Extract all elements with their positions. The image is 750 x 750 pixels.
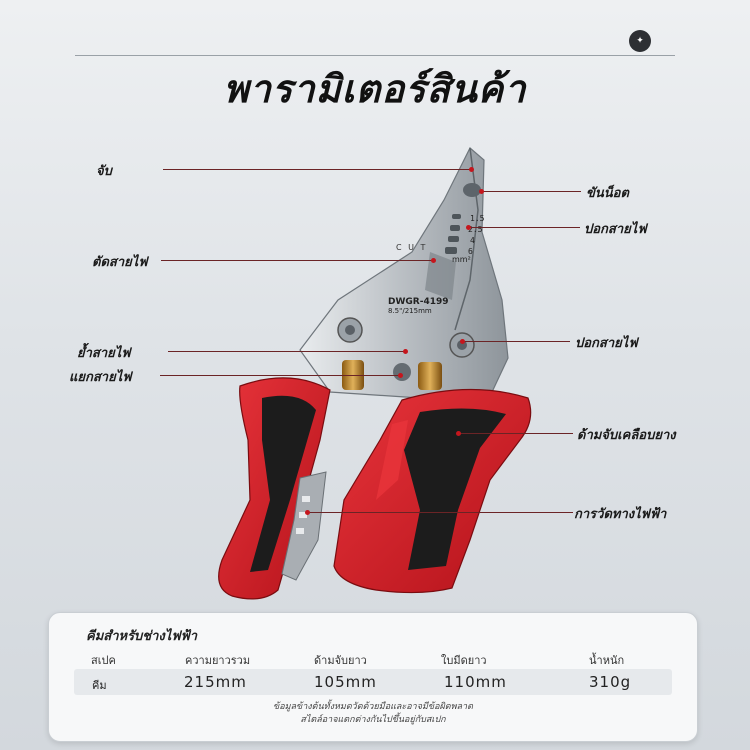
spec-note-1: ข้อมูลข้างต้นทั้งหมดวัดด้วยมือและอาจมีข้… xyxy=(273,702,473,712)
lead-cut xyxy=(161,260,433,261)
dot-handle xyxy=(456,431,461,436)
spec-header-weight: น้ำหนัก xyxy=(589,654,625,667)
dot-screw xyxy=(479,189,484,194)
unit-mark: mm² xyxy=(452,255,471,264)
pliers-jaws xyxy=(299,147,509,399)
gauge-mark-3: 4 xyxy=(470,236,475,245)
brand-logo-icon: ✦ xyxy=(629,30,651,52)
spec-value-blade: 110mm xyxy=(444,673,507,691)
label-screw-clamp: ขันน็อต xyxy=(586,186,629,201)
left-handle xyxy=(218,377,331,600)
label-tester: การวัดทางไฟฟ้า xyxy=(574,507,667,522)
lead-screw xyxy=(481,191,581,192)
label-split-wire: แยกสายไฟ xyxy=(69,370,132,385)
spec-header-blade: ใบมีดยาว xyxy=(441,654,487,667)
spec-value-weight: 310g xyxy=(589,673,632,691)
page-title: พารามิเตอร์สินค้า xyxy=(223,67,527,111)
label-crimp-wire: ย้ำสายไฟ xyxy=(77,346,131,361)
label-grip: จับ xyxy=(96,164,112,179)
label-cut-wire: ตัดสายไฟ xyxy=(92,255,148,270)
label-strip-upper: ปอกสายไฟ xyxy=(584,222,647,237)
dot-tester xyxy=(305,510,310,515)
lead-crimp xyxy=(168,351,405,352)
dot-strip-upper xyxy=(466,225,471,230)
dot-strip-lower xyxy=(460,339,465,344)
dot-grip xyxy=(469,167,474,172)
spec-header-spec: สเปค xyxy=(91,654,116,667)
spec-value-row: คีม 215mm 105mm 110mm 310g xyxy=(74,669,672,695)
size-mark: 8.5"/215mm xyxy=(388,307,432,315)
lead-strip-upper xyxy=(468,227,580,228)
spec-value-length: 215mm xyxy=(184,673,247,691)
label-strip-lower: ปอกสายไฟ xyxy=(575,336,638,351)
spec-header-row: สเปค ความยาวรวม ด้ามจับยาว ใบมีดยาว น้ำห… xyxy=(49,651,697,669)
spec-value-name: คีม xyxy=(92,679,107,692)
gauge-mark-1: 1.5 xyxy=(470,214,485,223)
lead-handle xyxy=(458,433,573,434)
gauge-mark-4: 6 xyxy=(468,247,473,256)
label-rubber-handle: ด้ามจับเคลือบยาง xyxy=(577,428,676,443)
spec-note-2: สไตล์อาจแตกต่างกันไปขึ้นอยู่กับสเปก xyxy=(300,715,446,725)
dot-crimp xyxy=(403,349,408,354)
spec-card: คีมสำหรับช่างไฟฟ้า สเปค ความยาวรวม ด้ามจ… xyxy=(48,612,698,742)
lead-strip-lower xyxy=(462,341,570,342)
spec-title: คีมสำหรับช่างไฟฟ้า xyxy=(86,629,198,644)
lead-split xyxy=(160,375,400,376)
lead-grip xyxy=(163,169,471,170)
lead-tester xyxy=(307,512,573,513)
model-mark: DWGR-4199 xyxy=(388,297,449,307)
spec-header-length: ความยาวรวม xyxy=(185,654,251,667)
top-divider xyxy=(75,55,675,56)
cut-mark: C U T xyxy=(396,243,427,252)
dot-split xyxy=(398,373,403,378)
right-handle xyxy=(333,388,532,594)
gauge-mark-2: 2.5 xyxy=(468,225,483,234)
dot-cut xyxy=(431,258,436,263)
spec-value-handle: 105mm xyxy=(314,673,377,691)
spec-header-handle: ด้ามจับยาว xyxy=(314,654,367,667)
